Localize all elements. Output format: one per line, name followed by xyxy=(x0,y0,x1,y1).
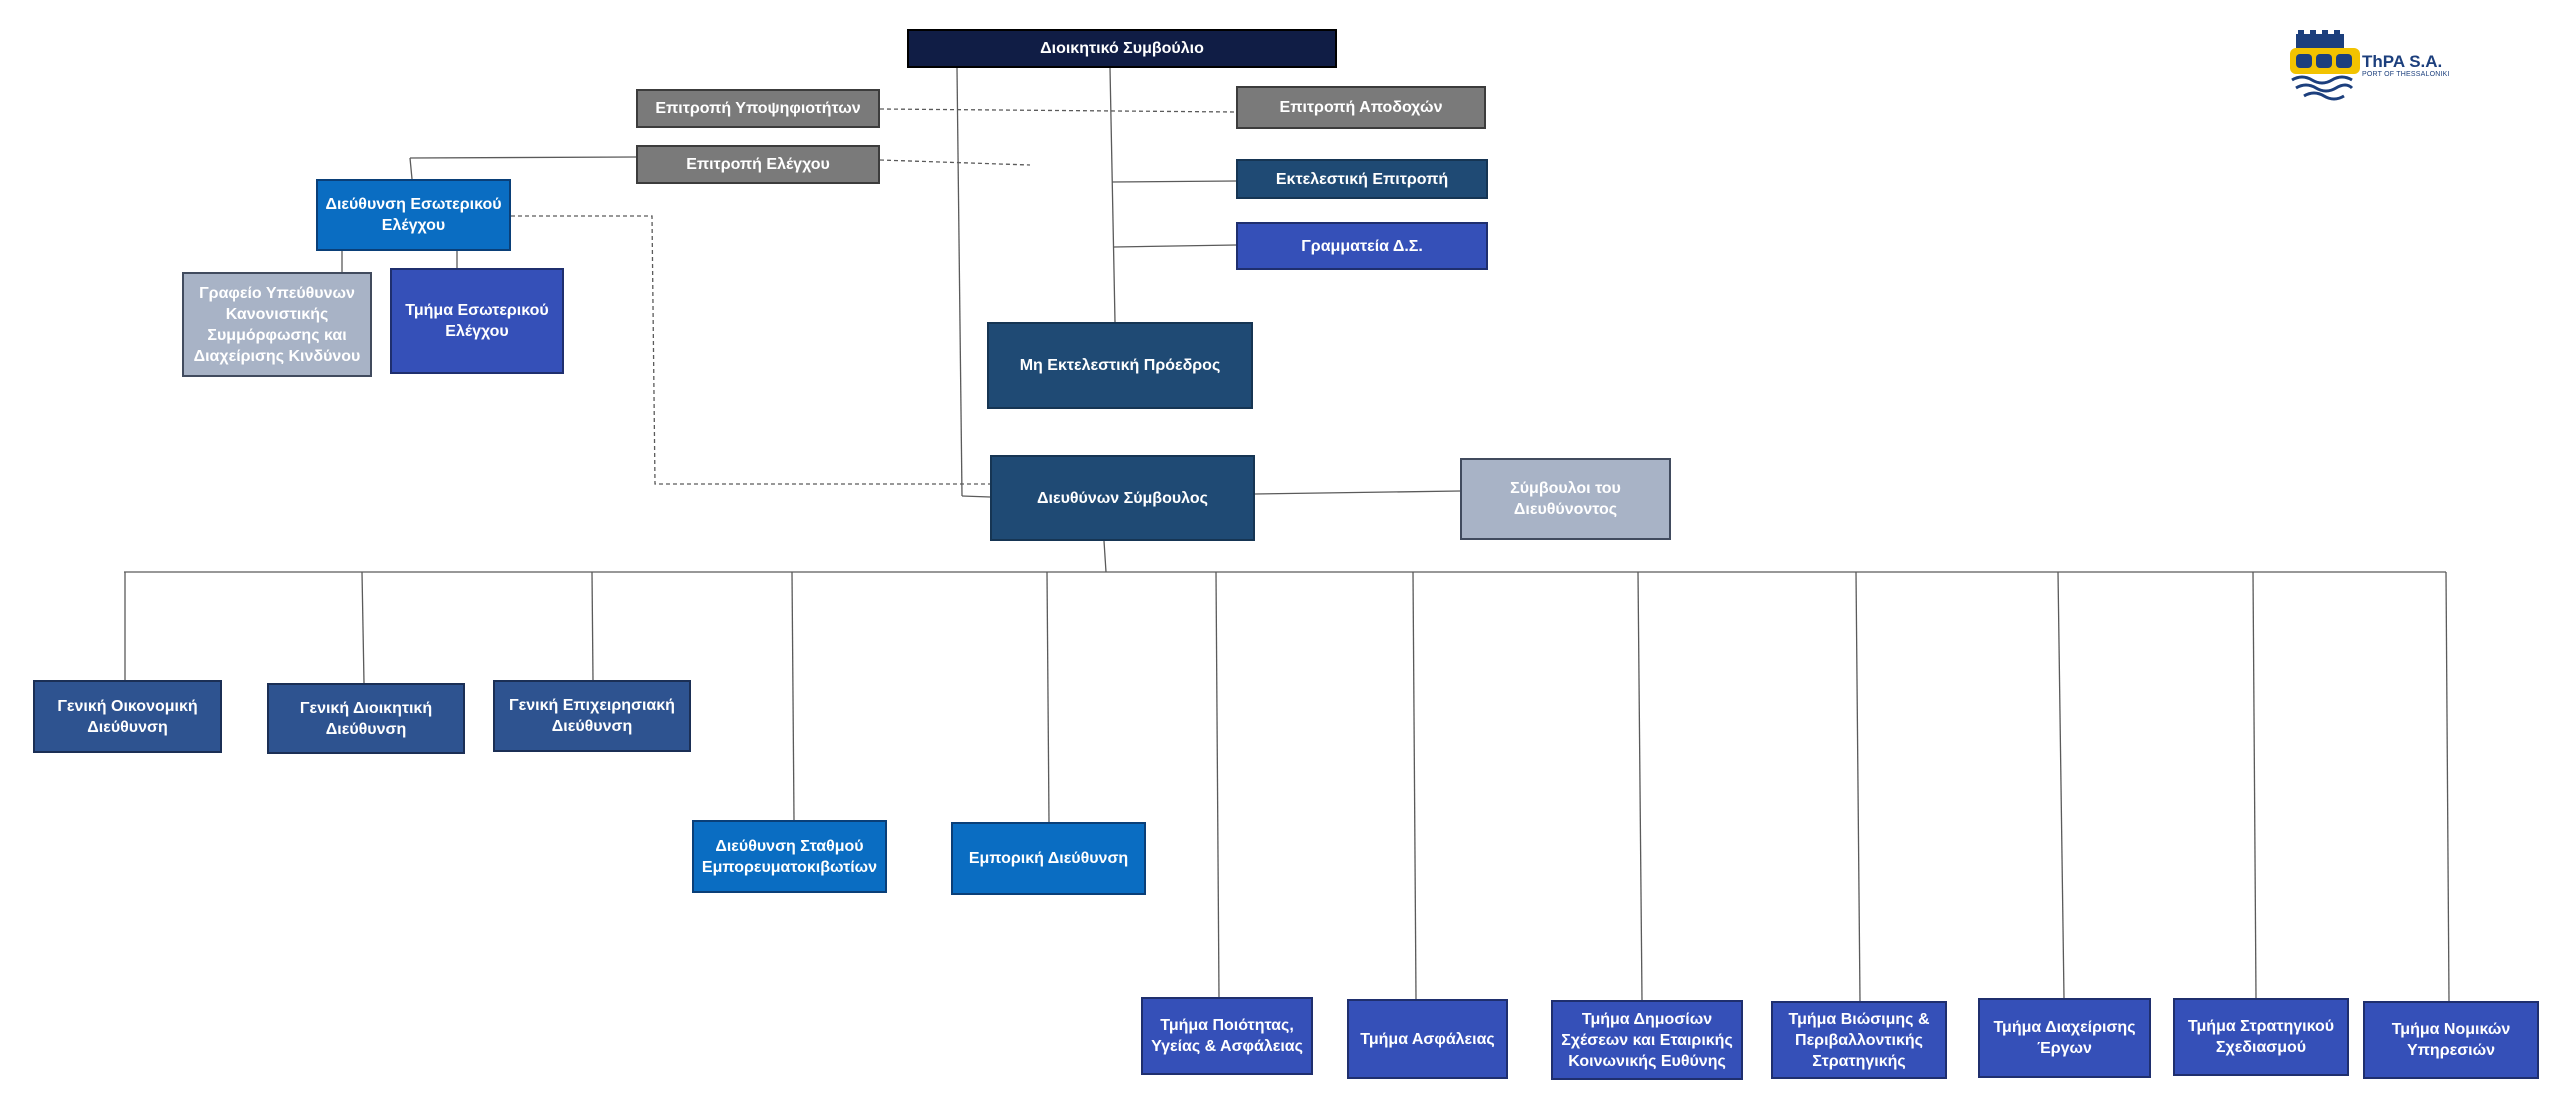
node-general-finance[interactable]: Γενική Οικονομική Διεύθυνση xyxy=(33,680,222,753)
node-executive-committee[interactable]: Εκτελεστική Επιτροπή xyxy=(1236,159,1488,199)
node-board[interactable]: Διοικητικό Συμβούλιο xyxy=(907,29,1337,68)
connector-drop-pr xyxy=(1637,571,1643,1001)
thpa-logo-icon xyxy=(2290,30,2360,101)
node-nominations-committee[interactable]: Επιτροπή Υποψηφιοτήτων xyxy=(636,89,880,128)
node-ceo[interactable]: Διευθύνων Σύμβουλος xyxy=(990,455,1255,541)
node-internal-audit-dept[interactable]: Τμήμα Εσωτερικού Ελέγχου xyxy=(390,268,564,374)
node-remuneration-committee[interactable]: Επιτροπή Αποδοχών xyxy=(1236,86,1486,129)
connector-ceo-bus xyxy=(1103,540,1107,573)
connector-branch-executive xyxy=(1111,180,1237,183)
connector-drop-operations xyxy=(591,571,594,681)
dashed-internal-ceo xyxy=(511,215,990,485)
connector-board-ceo xyxy=(956,67,963,497)
connector-board-chair xyxy=(1109,67,1116,323)
node-project-management[interactable]: Τμήμα Διαχείρισης Έργων xyxy=(1978,998,2151,1078)
connector-branch-secretariat xyxy=(1113,244,1237,248)
node-general-operations[interactable]: Γενική Επιχειρησιακή Διεύθυνση xyxy=(493,680,691,752)
connector-drop-strategy xyxy=(2252,571,2257,999)
connector-drop-commercial xyxy=(1046,571,1050,823)
node-audit-committee[interactable]: Επιτροπή Ελέγχου xyxy=(636,145,880,184)
connector-ceo-advisors xyxy=(1254,490,1461,495)
node-sustainability[interactable]: Τμήμα Βιώσιμης & Περιβαλλοντικής Στρατηγ… xyxy=(1771,1001,1947,1079)
node-compliance-office[interactable]: Γραφείο Υπεύθυνων Κανονιστικής Συμμόρφωσ… xyxy=(182,272,372,377)
node-container-terminal[interactable]: Διεύθυνση Σταθμού Εμπορευματοκιβωτίων xyxy=(692,820,887,893)
node-strategic-planning[interactable]: Τμήμα Στρατηγικού Σχεδιασμού xyxy=(2173,998,2349,1076)
node-non-executive-chair[interactable]: Μη Εκτελεστική Πρόεδρος xyxy=(987,322,1253,409)
connector-audit-internal xyxy=(409,156,637,159)
connector-drop-container xyxy=(791,571,795,821)
connector-drop-qhs xyxy=(1215,571,1220,998)
node-legal-services[interactable]: Τμήμα Νομικών Υπηρεσιών xyxy=(2363,1001,2539,1079)
node-board-secretariat[interactable]: Γραμματεία Δ.Σ. xyxy=(1236,222,1488,270)
connector-audit-internal-drop xyxy=(409,157,413,180)
node-ceo-advisors[interactable]: Σύμβουλοι του Διευθύνοντος xyxy=(1460,458,1671,540)
node-security[interactable]: Τμήμα Ασφάλειας xyxy=(1347,999,1508,1079)
node-commercial[interactable]: Εμπορική Διεύθυνση xyxy=(951,822,1146,895)
logo-tagline: PORT OF THESSALONIKI xyxy=(2362,71,2450,78)
node-public-relations[interactable]: Τμήμα Δημοσίων Σχέσεων και Εταιρικής Κοι… xyxy=(1551,1000,1743,1080)
node-quality-health-safety[interactable]: Τμήμα Ποιότητας, Υγείας & Ασφάλειας xyxy=(1141,997,1313,1075)
dashed-audit-secretariat xyxy=(879,159,1031,166)
connector-drop-admin xyxy=(361,571,365,684)
dashed-nominations-remuneration xyxy=(879,108,1237,113)
connector-ceo-stub xyxy=(961,495,991,498)
connector-drop-sustainability xyxy=(1855,571,1861,1002)
connector-drop-security xyxy=(1412,571,1417,1000)
logo-brand: ThPA S.A. xyxy=(2362,52,2443,71)
node-general-administration[interactable]: Γενική Διοικητική Διεύθυνση xyxy=(267,683,465,754)
node-internal-audit-directorate[interactable]: Διεύθυνση Εσωτερικού Ελέγχου xyxy=(316,179,511,251)
connector-drop-projects xyxy=(2057,571,2065,999)
connector-drop-legal xyxy=(2445,571,2450,1002)
